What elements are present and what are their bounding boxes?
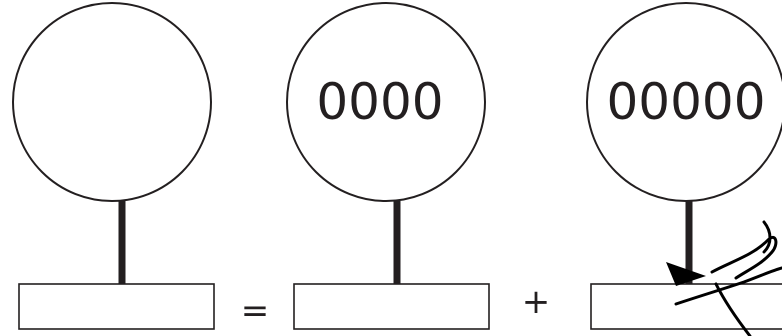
addend-one-circle-value: 0000 [316, 73, 443, 131]
addend-two-answer-box[interactable] [591, 284, 782, 329]
addend-two-circle-value: 00000 [606, 73, 765, 131]
total-group [13, 3, 214, 329]
equals-sign: = [241, 291, 270, 331]
addend-one-answer-box[interactable] [294, 284, 489, 329]
total-circle [13, 3, 211, 201]
plus-sign: + [522, 282, 551, 322]
addend-one-group: 0000 [287, 3, 489, 329]
total-answer-box[interactable] [19, 284, 214, 329]
ribbon-curl [764, 222, 770, 252]
